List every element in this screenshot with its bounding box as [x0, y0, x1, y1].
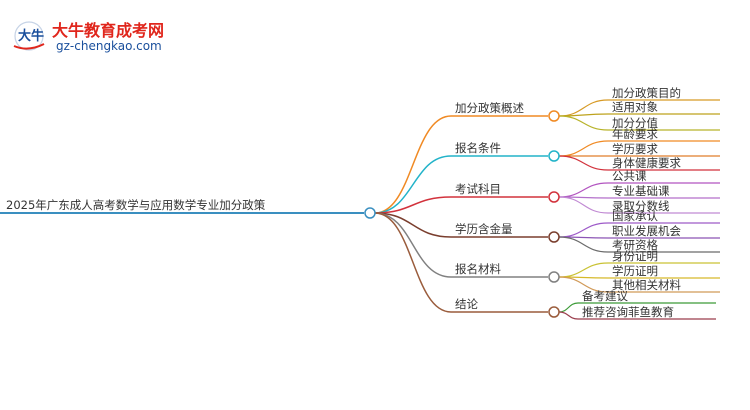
connector-lines	[0, 99, 720, 320]
leaf-node-label: 推荐咨询菲鱼教育	[582, 305, 674, 319]
leaf-node-label: 身份证明	[612, 249, 658, 263]
leaf-connector	[558, 311, 579, 320]
logo-mark-text: 大牛	[18, 28, 44, 44]
leaf-node-label: 身体健康要求	[612, 156, 681, 170]
branch-node-label: 报名条件	[455, 141, 501, 155]
branch-collapse-handle[interactable]	[548, 231, 560, 243]
logo-url: gz-chengkao.com	[56, 39, 162, 53]
branch-collapse-handle[interactable]	[548, 306, 560, 318]
branch-connector	[374, 212, 452, 238]
leaf-connector	[558, 115, 609, 131]
branch-node-label: 加分政策概述	[455, 101, 524, 115]
leaf-connector	[558, 236, 609, 253]
logo: 大牛 大牛教育成考网 gz-chengkao.com	[13, 21, 164, 53]
branch-connector	[374, 155, 452, 214]
leaf-node-label: 加分政策目的	[612, 86, 681, 100]
leaf-connector	[558, 140, 609, 157]
leaf-node-label: 备考建议	[582, 289, 628, 303]
leaf-node-label: 职业发展机会	[612, 224, 681, 238]
branch-connector	[374, 212, 452, 313]
leaf-connector	[558, 276, 609, 293]
branch-collapse-handle[interactable]	[548, 191, 560, 203]
root-collapse-handle[interactable]	[364, 207, 376, 219]
leaf-node-label: 公共课	[612, 169, 647, 183]
mindmap-nodes: 2025年广东成人高考数学与应用数学专业加分政策 加分政策概述 加分政策目的适用对象…	[6, 86, 681, 319]
leaf-connector	[558, 155, 609, 171]
leaf-node-label: 其他相关材料	[612, 278, 681, 292]
leaf-node-label: 年龄要求	[612, 127, 658, 141]
branch-node-label: 报名材料	[455, 262, 501, 276]
branch-connector	[374, 115, 452, 214]
root-node-label: 2025年广东成人高考数学与应用数学专业加分政策	[6, 198, 266, 212]
leaf-connector	[558, 302, 579, 313]
branch-collapse-handle[interactable]	[548, 271, 560, 283]
leaf-node-label: 适用对象	[612, 100, 658, 114]
branch-node-label: 结论	[455, 297, 478, 311]
leaf-connector	[558, 182, 609, 198]
branch-collapse-handle[interactable]	[548, 110, 560, 122]
leaf-node-label: 学历要求	[612, 142, 658, 156]
leaf-connector	[558, 222, 609, 238]
leaf-connector	[558, 262, 609, 278]
branch-node-label: 学历含金量	[455, 222, 513, 236]
branch-collapse-handle[interactable]	[548, 150, 560, 162]
leaf-node-label: 国家承认	[612, 209, 658, 223]
leaf-node-label: 专业基础课	[612, 184, 670, 198]
branch-node-label: 考试科目	[455, 182, 501, 196]
leaf-connector	[558, 196, 609, 214]
leaf-node-label: 考研资格	[612, 238, 658, 252]
logo-mark-icon: 大牛	[13, 21, 45, 51]
branch-connector	[374, 196, 452, 214]
leaf-node-label: 录取分数线	[612, 199, 670, 213]
branch-connector	[374, 212, 452, 278]
leaf-node-label: 加分分值	[612, 116, 658, 130]
leaf-node-label: 学历证明	[612, 264, 658, 278]
logo-title: 大牛教育成考网	[52, 21, 164, 40]
